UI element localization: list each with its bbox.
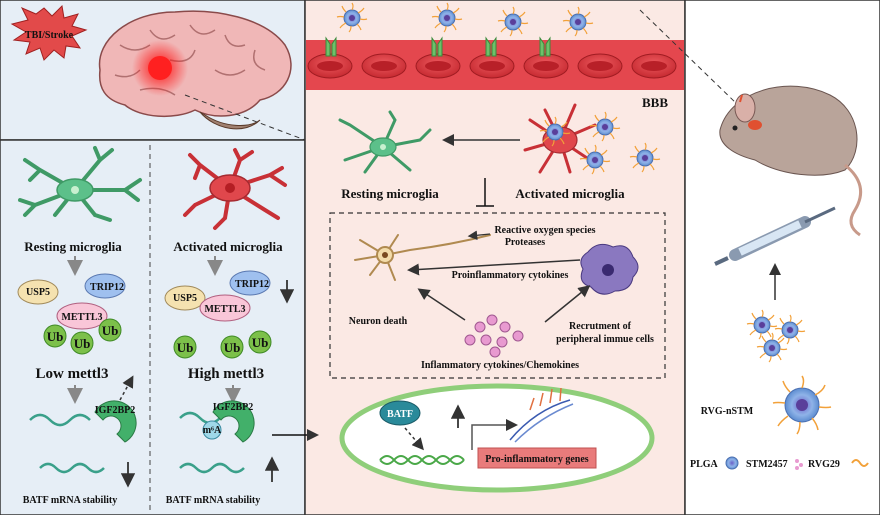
right-panel: [684, 0, 880, 515]
inflammatory-label: Inflammatory cytokines/Chemokines: [421, 360, 579, 371]
arrow-batf-dna: [404, 427, 424, 451]
arrow-igf-dashed: [119, 375, 134, 401]
arrow-ros: [467, 230, 491, 241]
syringe-icon: [714, 206, 836, 266]
igf2bp2-label-low: IGF2BP2: [95, 405, 136, 416]
usp5-label-low: USP5: [26, 287, 50, 298]
inflammation-box: [329, 212, 666, 379]
zoom-line-mouse: [639, 9, 739, 106]
brain-illustration: [98, 10, 292, 130]
legend-rvg: RVG29: [808, 459, 840, 470]
ub-label-1: Ub: [47, 329, 64, 344]
arrow-neuron-death: [417, 288, 466, 321]
resting-microglia-cell-left: [18, 146, 142, 222]
tbi-badge: TBI/Stroke: [10, 4, 88, 61]
cytokine-dots: [464, 314, 524, 358]
mrna-low: [39, 462, 105, 474]
batf-protein: BATF: [379, 400, 421, 426]
activated-title-left: Activated microglia: [173, 239, 283, 254]
immune-cell-icon: [580, 243, 639, 295]
m6a-label: m⁶A: [203, 425, 222, 436]
recruitment-label-1: Recrutment of: [569, 321, 632, 332]
rvg-nstm-large: [772, 375, 832, 435]
protein-complex-high: USP5 TRIP12 METTL3 Ub Ub Ub: [164, 270, 272, 359]
recruitment-label-2: peripheral immue cells: [556, 334, 654, 345]
pro-genes-label: Pro-inflammatory genes: [485, 454, 589, 465]
tbi-badge-label: TBI/Stroke: [25, 30, 74, 41]
activated-label-center: Activated microglia: [515, 186, 625, 201]
nucleus: [339, 383, 655, 493]
ub-label-2: Ub: [74, 336, 91, 351]
low-mettl3-label: Low mettl3: [36, 366, 109, 382]
resting-label-center: Resting microglia: [341, 186, 439, 201]
dna-helix: [379, 455, 465, 465]
plga-swatch: [725, 456, 739, 470]
legend: PLGA STM2457 RVG29: [690, 456, 869, 470]
legend-stm: STM2457: [746, 459, 788, 470]
resting-microglia-center: [338, 110, 432, 174]
legend-plga: PLGA: [690, 459, 719, 470]
left-panel: [0, 139, 306, 515]
high-mettl3-label: High mettl3: [188, 366, 264, 382]
rvg-nstm-label: RVG-nSTM: [701, 406, 754, 417]
batf-label: BATF: [387, 409, 413, 420]
bbb-receptors: [325, 36, 551, 57]
transcription-arrow: [471, 419, 518, 450]
trip12-label-low: TRIP12: [90, 282, 124, 293]
resting-title-left: Resting microglia: [24, 239, 122, 254]
trip12-label-high: TRIP12: [235, 279, 269, 290]
mettl3-label-high: METTL3: [204, 304, 245, 315]
ros-label: Reactive oxygen species: [494, 225, 595, 236]
stm-swatch: [795, 459, 803, 470]
zoom-line-brain: [184, 94, 306, 141]
ub-label-6: Ub: [252, 335, 269, 350]
rvg-swatch: [851, 459, 869, 467]
pro-genes-box: [477, 447, 597, 469]
inhibition-mark: [476, 178, 494, 207]
mettl3-label-low: METTL3: [61, 312, 102, 323]
neuron-death-label: Neuron death: [349, 316, 408, 327]
arrow-recruitment: [544, 285, 591, 323]
protein-complex-low: USP5 TRIP12 METTL3 Ub Ub Ub: [17, 273, 126, 355]
rna-strands: [509, 387, 574, 443]
igf2bp2-high: IGF2BP2 m⁶A: [179, 400, 255, 443]
mouse-illustration: [719, 85, 863, 237]
bbb-label: BBB: [642, 95, 668, 110]
arrow-cytokines: [407, 259, 581, 276]
batf-stability-high: BATF mRNA stability: [166, 495, 260, 506]
activated-microglia-cell-left: [183, 148, 287, 230]
igf2bp2-label-high: IGF2BP2: [213, 402, 254, 413]
igf2bp2-low: IGF2BP2: [29, 400, 137, 443]
neuron-icon: [354, 234, 491, 281]
usp5-label-high: USP5: [173, 293, 197, 304]
ub-label-5: Ub: [224, 340, 241, 355]
ub-label-4: Ub: [177, 340, 194, 355]
ub-label-3: Ub: [102, 323, 119, 338]
batf-stability-low: BATF mRNA stability: [23, 495, 117, 506]
mrna-high: [179, 462, 245, 474]
cytokines-label: Proinflammatory cytokines: [452, 270, 569, 281]
proteases-label: Proteases: [505, 237, 545, 248]
